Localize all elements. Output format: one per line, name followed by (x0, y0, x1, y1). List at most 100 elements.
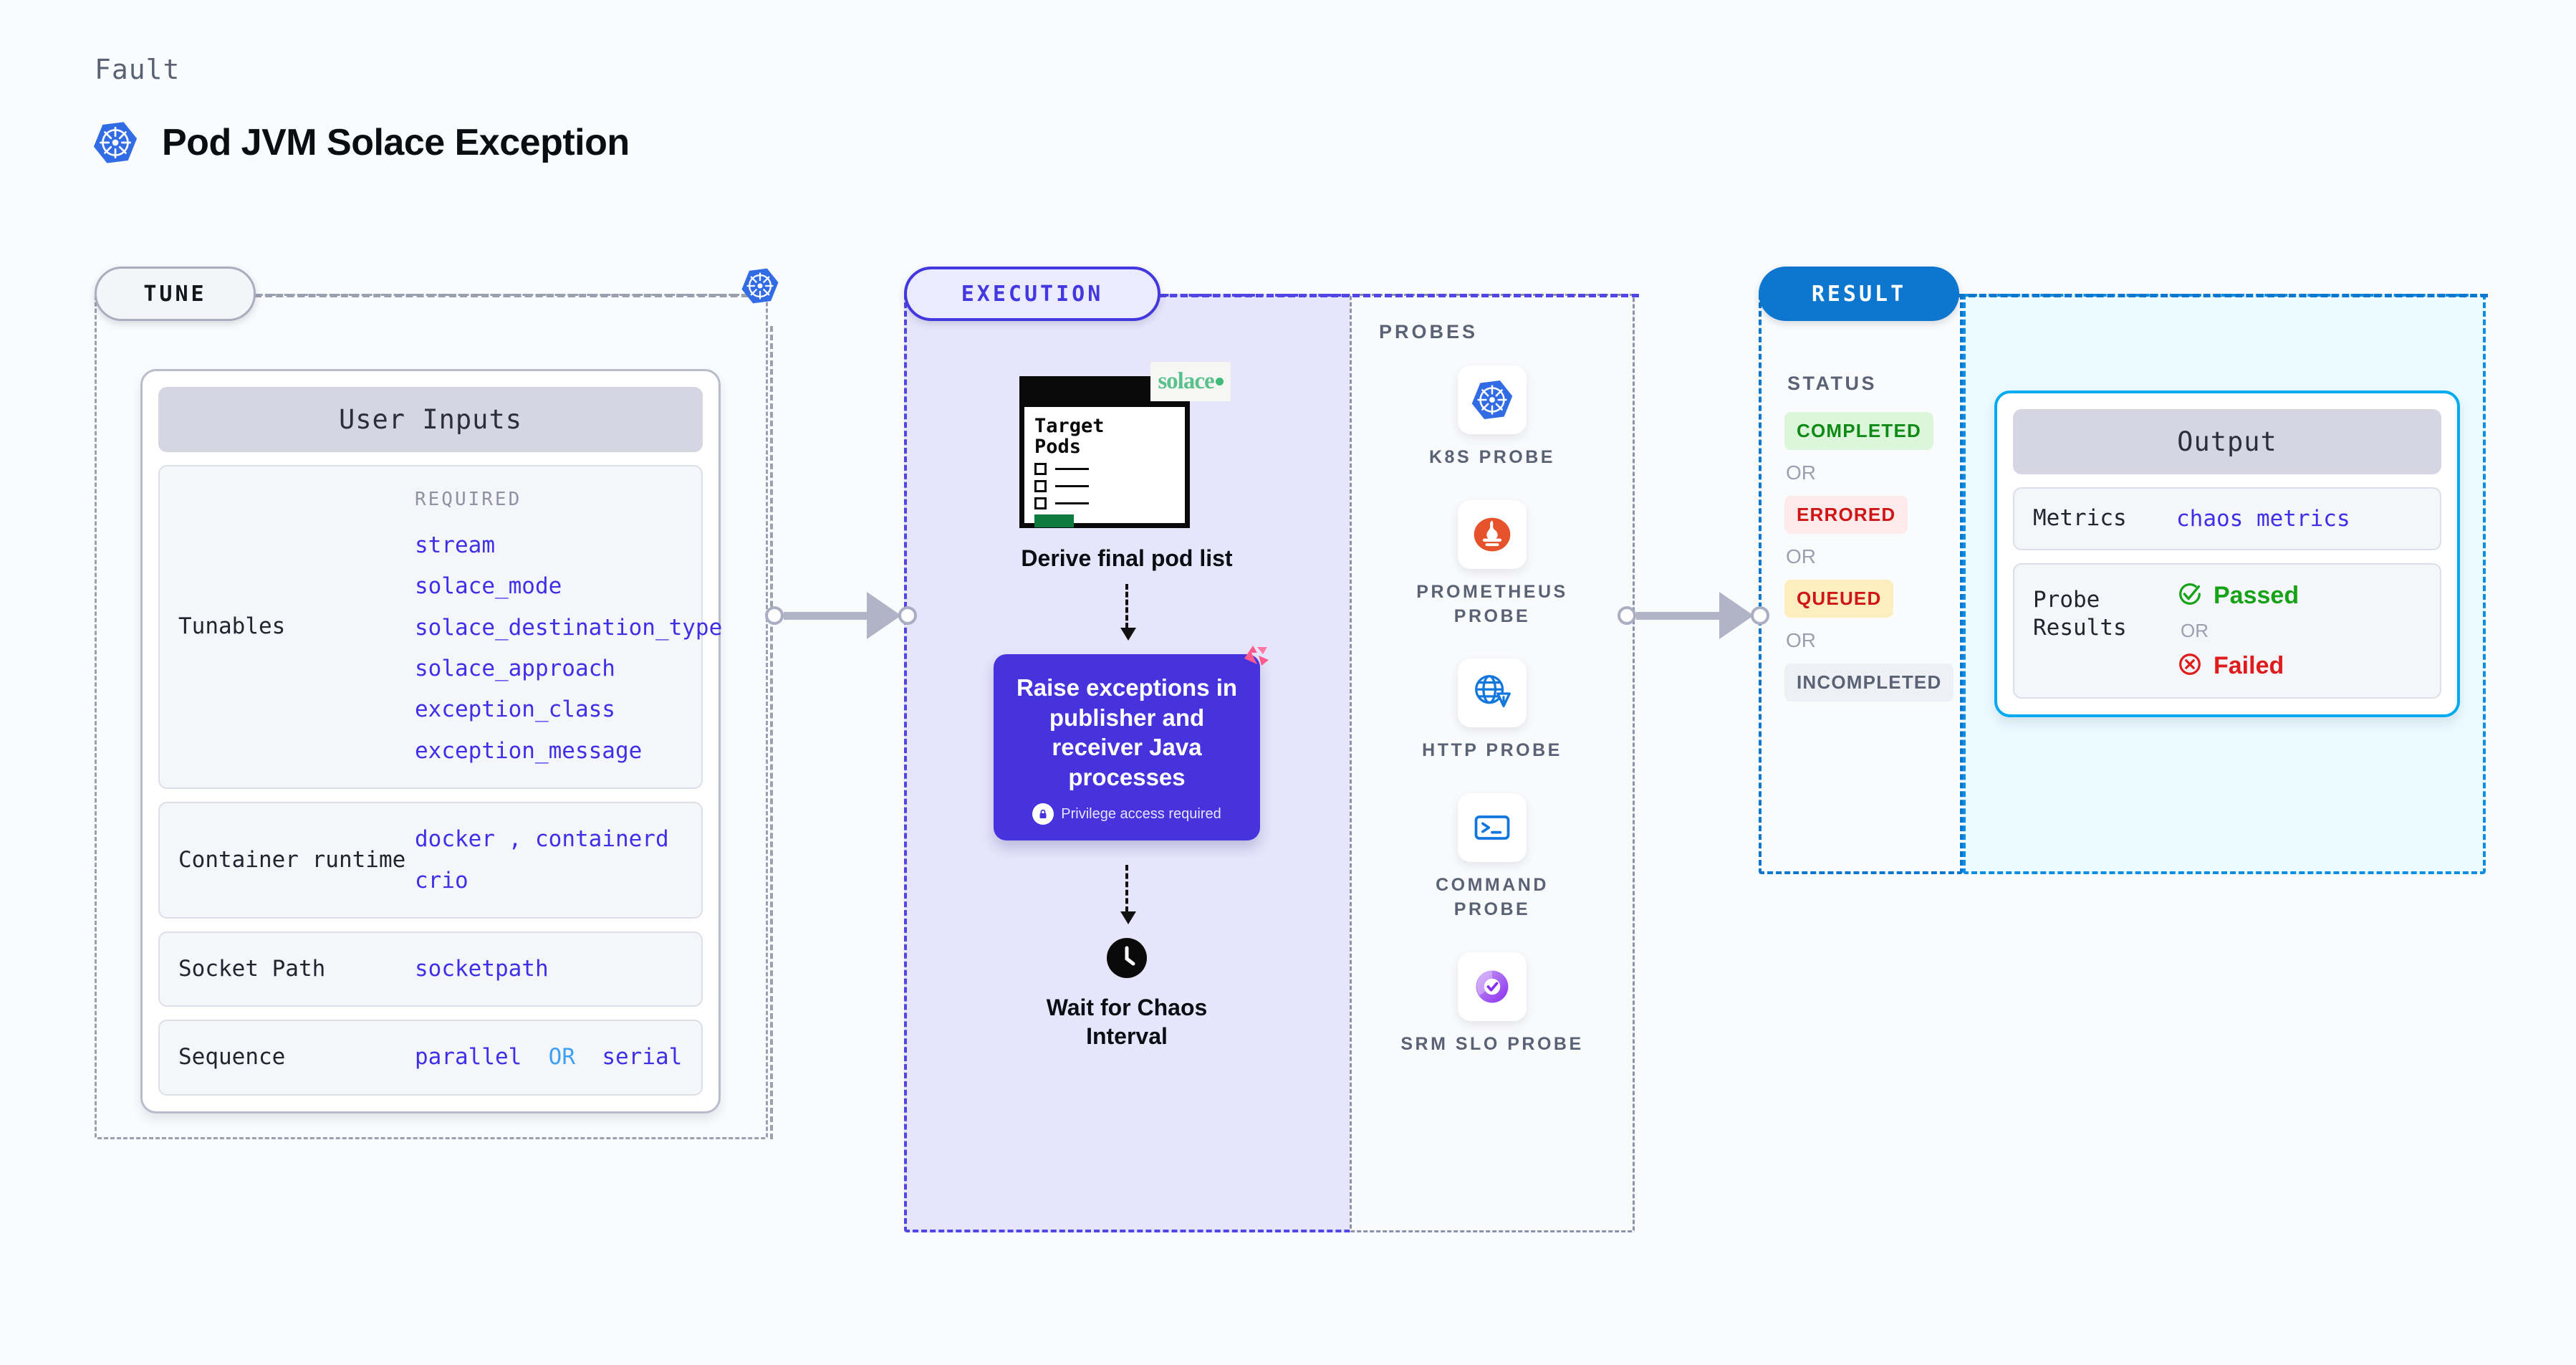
tunable-value[interactable]: solace_mode (415, 573, 562, 600)
flow-arrow-down (1120, 865, 1136, 925)
runtime-value[interactable]: docker (415, 826, 495, 853)
status-badge-errored: ERRORED (1784, 496, 1908, 534)
placeholder-line (1055, 502, 1089, 505)
sequence-row: Sequence parallel OR serial (158, 1020, 703, 1096)
user-inputs-card: User Inputs Tunables REQUIRED stream sol… (140, 369, 722, 1113)
tunable-value[interactable]: exception_class (415, 696, 615, 723)
stage-pill-result[interactable]: RESULT (1759, 267, 1959, 321)
page-title-row: Pod JVM Solace Exception (92, 118, 630, 167)
status-or-separator: OR (1786, 461, 1816, 484)
tunable-value[interactable]: solace_approach (415, 656, 615, 682)
value-separator: , (508, 826, 522, 853)
confirm-bar (1034, 514, 1074, 528)
probe-label: K8S PROBE (1429, 447, 1555, 467)
litmus-icon (1241, 643, 1270, 672)
page-eyebrow: Fault (95, 54, 181, 85)
tune-vertical-divider (770, 326, 773, 1139)
user-inputs-card-title: User Inputs (158, 387, 703, 452)
status-or-separator: OR (1786, 545, 1816, 567)
pod-checkbox-row (1034, 463, 1175, 476)
status-badge-queued: QUEUED (1784, 580, 1894, 618)
runtime-value[interactable]: crio (415, 867, 468, 894)
failed-label: Failed (2214, 651, 2284, 679)
value-separator: OR (548, 1044, 575, 1071)
checkbox-icon (1034, 497, 1047, 510)
status-badge-completed: COMPLETED (1784, 412, 1934, 450)
execution-flow-column: Target Pods (904, 294, 1350, 1232)
kubernetes-icon (92, 118, 139, 167)
metrics-row: Metrics chaos metrics (2013, 487, 2441, 550)
connector-arrow-tune-to-execution (765, 592, 917, 639)
wait-caption-line2: Interval (1086, 1023, 1168, 1050)
metrics-label: Metrics (2033, 505, 2127, 531)
probe-item-prometheus[interactable]: PROMETHEUS PROBE (1350, 499, 1635, 629)
output-card-title: Output (2013, 409, 2441, 474)
status-or-separator: OR (1786, 629, 1816, 651)
raise-exceptions-text: Raise exceptions in publisher and receiv… (1016, 674, 1238, 790)
wait-caption-line1: Wait for Chaos (1046, 995, 1208, 1021)
target-pods-illustration: Target Pods (1019, 362, 1234, 528)
execution-connector-line (1159, 294, 1639, 297)
kubernetes-icon (740, 265, 780, 310)
probe-label: HTTP PROBE (1422, 740, 1562, 761)
output-card: Output Metrics chaos metrics Probe Resul… (1994, 391, 2460, 717)
connector-knob-right (1751, 606, 1769, 625)
target-pods-card: Target Pods (1019, 376, 1190, 528)
connector-knob-left (765, 606, 784, 625)
container-runtime-values: docker , containerd crio (415, 819, 683, 901)
sequence-value[interactable]: parallel (415, 1044, 522, 1071)
placeholder-line (1055, 468, 1089, 471)
connector-shaft (1636, 611, 1721, 620)
tunable-value[interactable]: exception_message (415, 737, 643, 764)
wait-for-chaos-step: Wait for Chaos Interval (1046, 938, 1208, 1050)
probe-label: COMMAND PROBE (1436, 875, 1549, 919)
stage-pill-tune[interactable]: TUNE (95, 267, 256, 321)
status-badge-incompleted: INCOMPLETED (1784, 664, 1954, 701)
probe-result-passed: Passed (2176, 580, 2421, 611)
tune-connector-line (254, 294, 770, 297)
tunables-label: Tunables (178, 613, 286, 640)
prometheus-icon (1458, 499, 1527, 569)
required-tag: REQUIRED (415, 489, 522, 510)
derive-pod-list-caption: Derive final pod list (1021, 545, 1233, 571)
page-title: Pod JVM Solace Exception (162, 122, 630, 163)
x-circle-icon (2176, 651, 2203, 681)
placeholder-line (1055, 485, 1089, 488)
clock-icon (1107, 938, 1147, 982)
tunable-value[interactable]: stream (415, 532, 495, 559)
socket-path-label: Socket Path (178, 955, 326, 982)
sequence-value[interactable]: serial (602, 1044, 683, 1071)
probe-item-k8s[interactable]: K8S PROBE (1350, 365, 1635, 470)
probe-item-srm-slo[interactable]: SRM SLO PROBE (1350, 952, 1635, 1057)
probe-item-http[interactable]: HTTP PROBE (1350, 658, 1635, 763)
target-pods-heading-line1: Target (1034, 415, 1105, 437)
probe-label: PROMETHEUS PROBE (1416, 581, 1568, 626)
socket-path-value[interactable]: socketpath (415, 955, 549, 982)
connector-knob-left (1618, 606, 1636, 625)
probe-result-failed: Failed (2176, 651, 2421, 681)
probes-title: PROBES (1379, 321, 1479, 343)
container-runtime-label: Container runtime (178, 846, 406, 873)
stage-pill-execution[interactable]: EXECUTION (904, 267, 1160, 321)
status-list: COMPLETED OR ERRORED OR QUEUED OR INCOMP… (1784, 412, 1964, 701)
checkbox-icon (1034, 480, 1047, 493)
connector-arrowhead (867, 592, 901, 639)
probes-list: K8S PROBE PROMETHEUS PROBE (1350, 365, 1635, 1056)
checkbox-icon (1034, 463, 1047, 476)
socket-path-row: Socket Path socketpath (158, 931, 703, 1007)
probe-result-or: OR (2181, 619, 2209, 641)
solace-wordmark: solace (1158, 368, 1214, 394)
raise-exceptions-action-card[interactable]: Raise exceptions in publisher and receiv… (994, 646, 1269, 841)
sequence-values: parallel OR serial (415, 1037, 683, 1078)
target-pods-heading-line2: Pods (1034, 436, 1082, 459)
privilege-note-row: Privilege access required (1009, 803, 1244, 825)
probe-item-command[interactable]: COMMAND PROBE (1350, 793, 1635, 922)
connector-arrowhead (1719, 592, 1754, 639)
tunables-values: REQUIRED stream solace_mode solace_desti… (415, 482, 722, 772)
tunable-value[interactable]: solace_destination_type (415, 614, 723, 641)
runtime-value[interactable]: containerd (535, 826, 669, 853)
privilege-note-text: Privilege access required (1061, 805, 1221, 822)
flow-arrow-down (1120, 584, 1136, 641)
metrics-value[interactable]: chaos metrics (2176, 505, 2350, 532)
